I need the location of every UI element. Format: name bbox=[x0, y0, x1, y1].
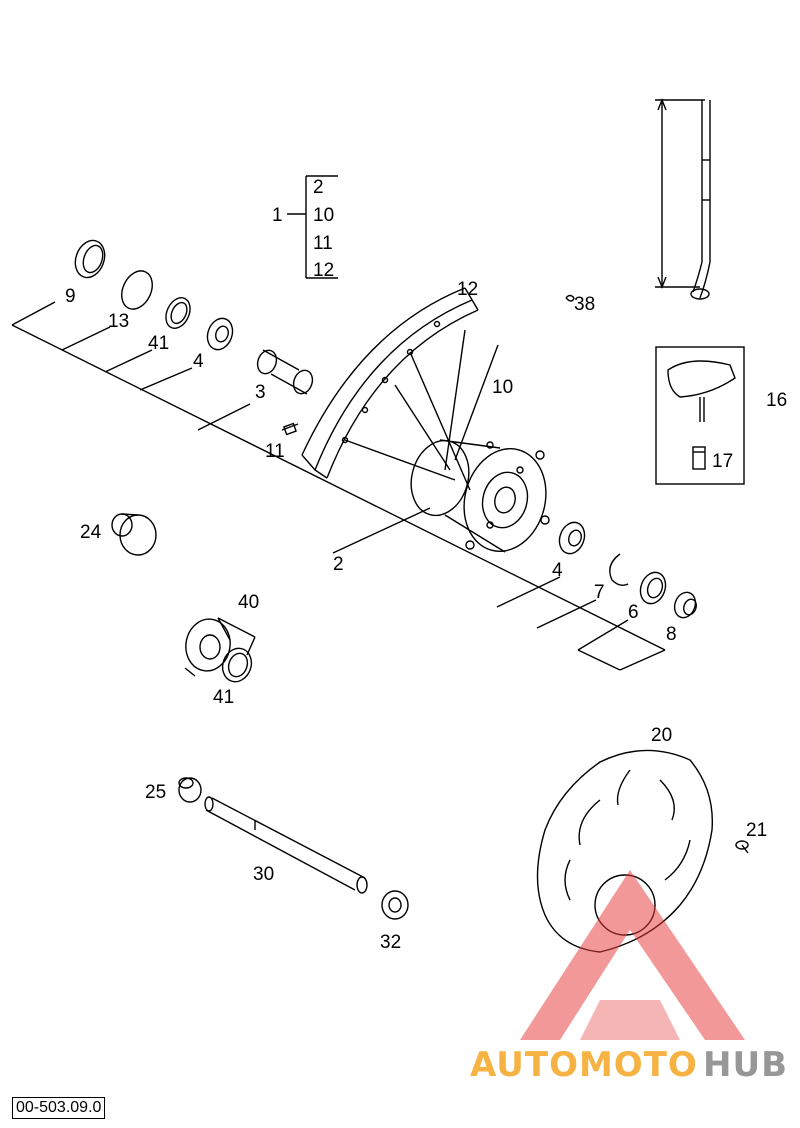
label-6: 6 bbox=[628, 602, 639, 623]
part-30-axle bbox=[204, 796, 368, 894]
label-group-12: 12 bbox=[313, 260, 334, 281]
label-40: 40 bbox=[238, 592, 259, 613]
label-2: 2 bbox=[333, 554, 344, 575]
leader-lines-right bbox=[496, 576, 666, 671]
label-group-10: 10 bbox=[313, 205, 334, 226]
part-3-spacer bbox=[256, 349, 314, 395]
part-40-drive bbox=[184, 617, 256, 677]
part-labels: 1 2 10 11 12 9 13 41 4 3 11 12 10 38 16 … bbox=[65, 177, 787, 953]
part-41-circlip bbox=[165, 297, 191, 329]
part-8-spacer bbox=[673, 591, 697, 619]
part-24-spacer bbox=[111, 513, 157, 556]
part-41-circlip-lower bbox=[221, 647, 253, 683]
group-bracket bbox=[287, 175, 338, 279]
label-30: 30 bbox=[253, 864, 274, 885]
label-38: 38 bbox=[574, 294, 595, 315]
watermark-triangle-mark bbox=[520, 870, 745, 1040]
label-17: 17 bbox=[712, 451, 733, 472]
label-12: 12 bbox=[457, 279, 478, 300]
label-24: 24 bbox=[80, 522, 102, 543]
label-32: 32 bbox=[380, 932, 401, 953]
label-21: 21 bbox=[746, 820, 767, 841]
part-21-bolt bbox=[735, 840, 749, 854]
label-4-right: 4 bbox=[552, 560, 563, 581]
label-10: 10 bbox=[492, 377, 513, 398]
spoke-dimension bbox=[655, 98, 711, 300]
label-9: 9 bbox=[65, 286, 76, 307]
label-11: 11 bbox=[265, 441, 285, 462]
part-9-seal bbox=[74, 239, 106, 279]
label-1: 1 bbox=[272, 205, 283, 226]
part-38-clip bbox=[565, 294, 575, 302]
label-41-upper: 41 bbox=[148, 333, 169, 354]
part-20-brake-disc bbox=[536, 749, 714, 953]
watermark-text-part2: HUB bbox=[703, 1045, 788, 1085]
part-4-bearing-right bbox=[558, 521, 586, 555]
part-6-seal bbox=[639, 571, 667, 605]
part-2-hub bbox=[410, 439, 550, 553]
watermark-logo bbox=[520, 870, 745, 1040]
part-10-spokes bbox=[344, 329, 499, 491]
part-11-nipple bbox=[281, 422, 299, 436]
label-16: 16 bbox=[766, 390, 787, 411]
watermark-text-part1: AUTOMOTO bbox=[470, 1045, 698, 1085]
label-7: 7 bbox=[594, 582, 605, 603]
label-25: 25 bbox=[145, 782, 166, 803]
parts-16-17-box bbox=[655, 346, 745, 485]
label-group-11: 11 bbox=[313, 233, 333, 254]
label-8: 8 bbox=[666, 624, 677, 645]
leader-lines-left bbox=[11, 301, 666, 651]
label-13: 13 bbox=[108, 311, 129, 332]
part-4-bearing-left bbox=[206, 317, 234, 351]
document-id: 00-503.09.0 bbox=[12, 1097, 106, 1119]
label-20: 20 bbox=[651, 725, 672, 746]
label-3: 3 bbox=[255, 382, 266, 403]
part-32-nut bbox=[381, 890, 409, 920]
label-group-2: 2 bbox=[313, 177, 324, 198]
label-41-lower: 41 bbox=[213, 687, 234, 708]
part-12-rim bbox=[301, 287, 479, 479]
part-13-ring bbox=[121, 270, 153, 310]
part-25-nut bbox=[178, 777, 202, 803]
label-4-left: 4 bbox=[193, 351, 204, 372]
part-7-circlip bbox=[609, 553, 629, 587]
